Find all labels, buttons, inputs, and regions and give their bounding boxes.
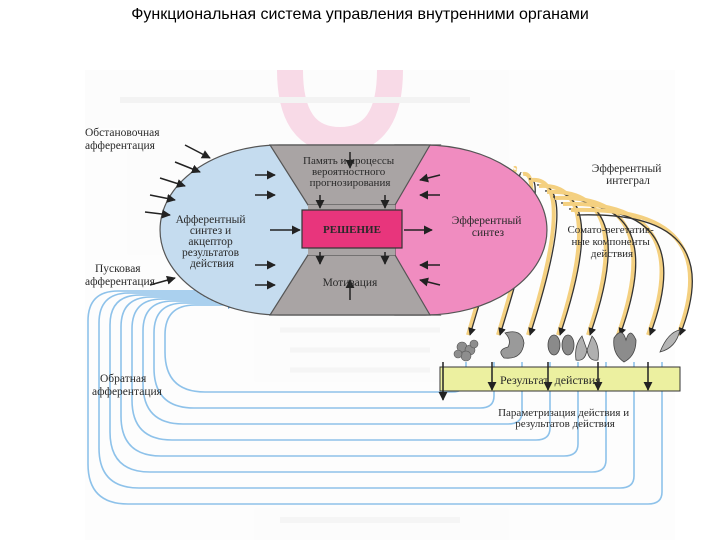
result-bar-arrows (438, 362, 653, 401)
efferent-arc (538, 183, 581, 336)
efferent-arc (526, 177, 556, 336)
feedback-arc (142, 297, 523, 425)
efferent-arc (554, 195, 636, 336)
efferent-synthesis-block (394, 144, 548, 316)
internal-arrows (270, 152, 433, 300)
background-watermark-shape (277, 69, 403, 154)
trigger-afferentation-label: Пусковая афферентация (85, 263, 156, 288)
feedback-afferentation-label: Обратная афферентация (92, 373, 163, 398)
somato-vegetative-label: Сомато-вегетатив- ные компоненты действи… (567, 224, 656, 260)
feedback-arcs (87, 287, 663, 505)
feedback-arc (98, 289, 635, 489)
incoming-arrows (144, 144, 441, 290)
motivation-label: Мотивация (323, 277, 378, 289)
heart-icon (613, 332, 637, 363)
feedback-arc (120, 293, 579, 457)
feedback-arc (131, 295, 551, 441)
decision-box (301, 209, 403, 249)
lungs-icon (575, 335, 599, 361)
feedback-arc (109, 291, 607, 473)
result-label: Результат действия (500, 373, 601, 387)
page-title: Функциональная система управления внутре… (131, 6, 589, 23)
feedback-arc (87, 287, 663, 505)
glands-icon (453, 339, 479, 362)
efferent-arcs (466, 165, 693, 336)
stomach-icon (500, 331, 525, 359)
decision-label: РЕШЕНИЕ (323, 224, 381, 236)
result-bar (439, 366, 681, 392)
efferent-synthesis-label: Эфферентный синтез (452, 215, 524, 239)
memory-label: Память и процессы вероятностного прогноз… (303, 155, 397, 189)
parametrization-label: Параметризация действия и результатов де… (498, 407, 632, 430)
efferent-arrow (576, 214, 693, 336)
kidney-icon (547, 334, 575, 356)
efferent-arc (546, 189, 608, 336)
afferent-synthesis-label: Афферентный синтез и акцептор результато… (176, 214, 249, 270)
pancreas-icon (659, 329, 681, 353)
efferent-integral-label: Эфферентный интеграл (592, 163, 664, 187)
situational-afferentation-label: Обстановочная афферентация (85, 127, 162, 152)
feedback-arc (153, 299, 495, 409)
